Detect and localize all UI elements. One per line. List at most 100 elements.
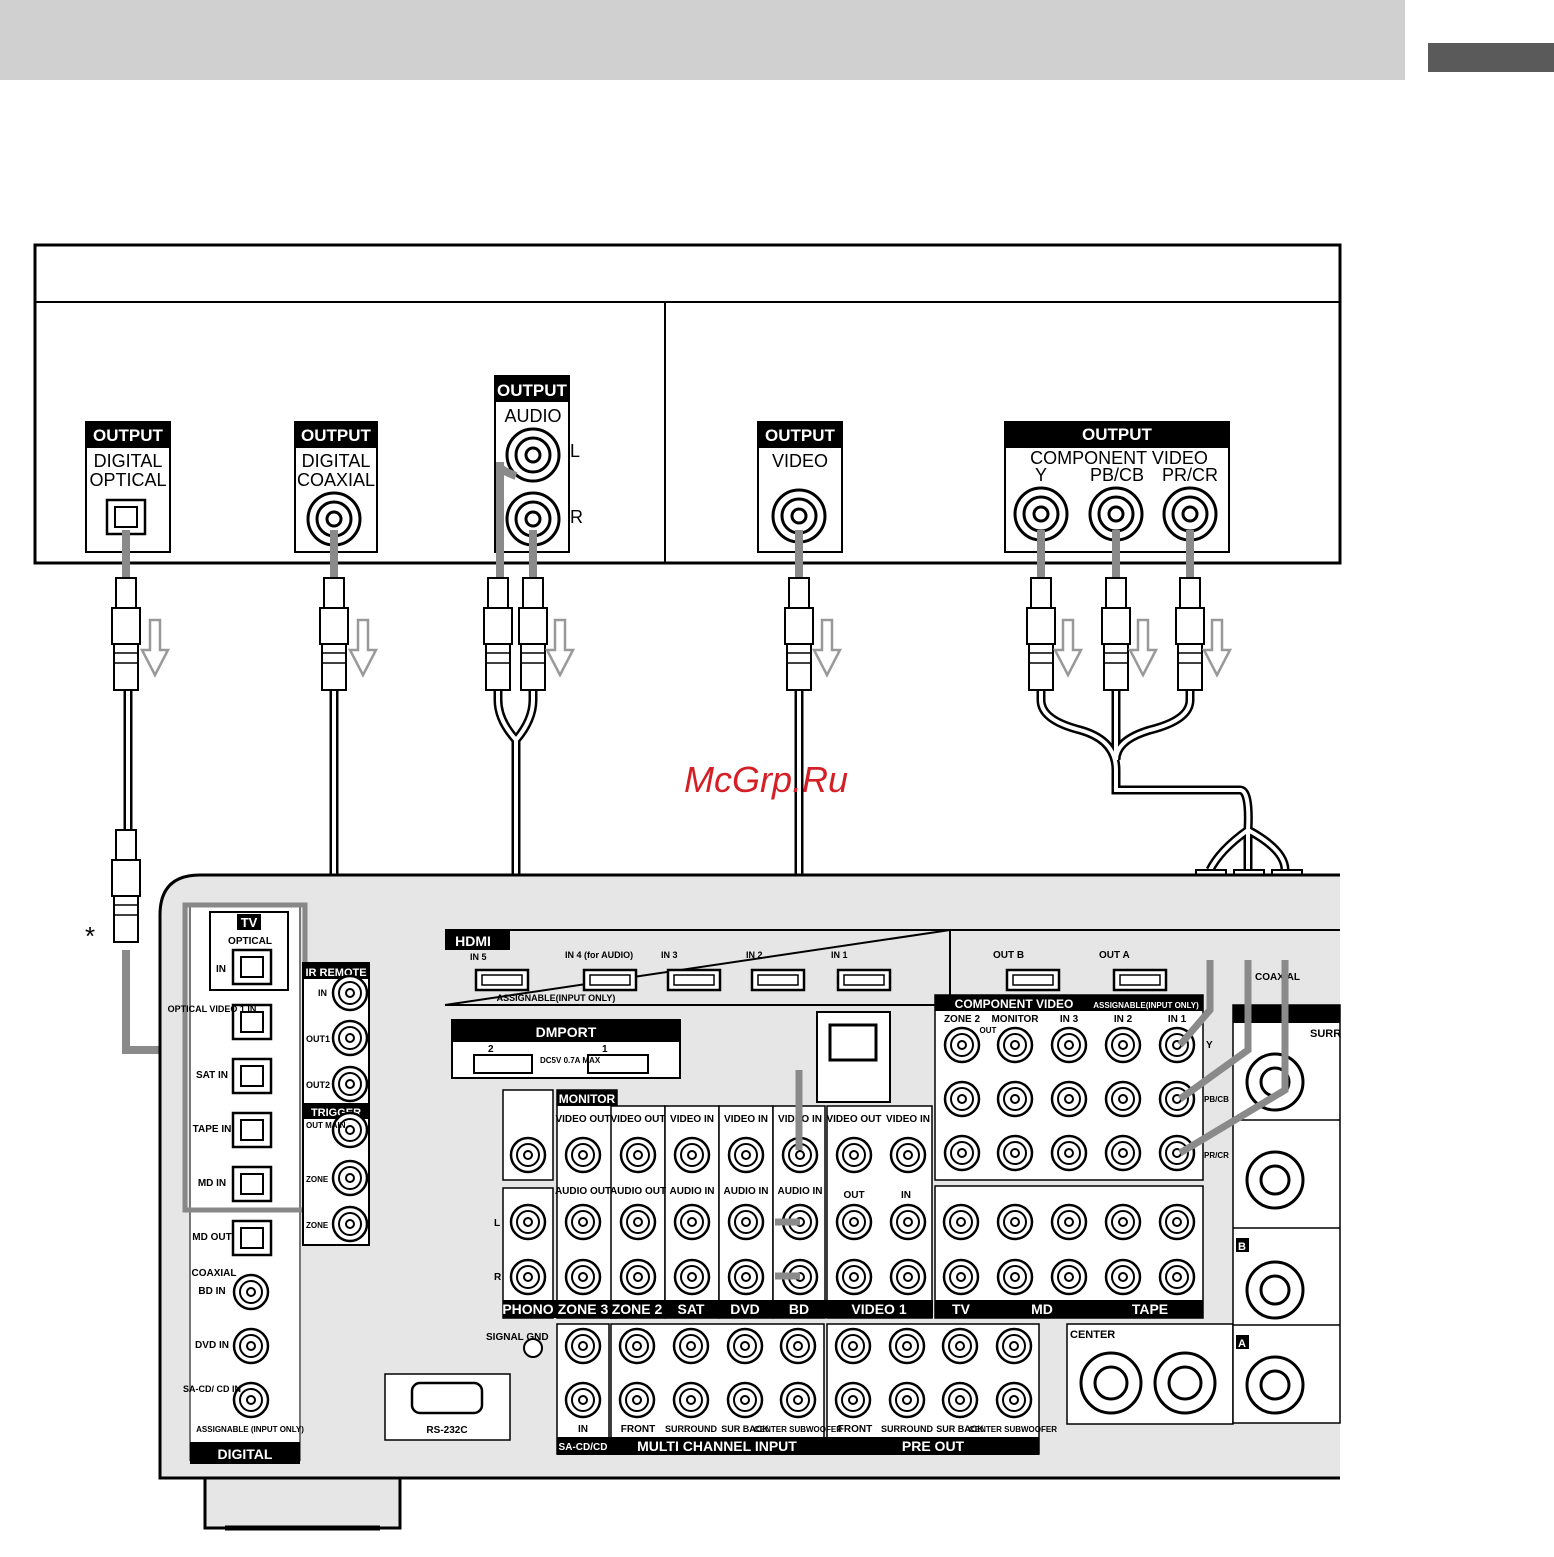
multi-channel-label: MULTI CHANNEL INPUT bbox=[637, 1438, 797, 1454]
rs232-port[interactable] bbox=[410, 1381, 484, 1415]
coaxial-output-line1: DIGITAL bbox=[302, 451, 371, 471]
jack-group-6: VIDEO 1 bbox=[851, 1301, 906, 1317]
component-output-y: Y bbox=[1035, 465, 1047, 485]
coaxial-antenna-label: COAXIAL bbox=[1255, 972, 1300, 983]
pre-label-3: CENTER SUBWOOFER bbox=[969, 1425, 1057, 1434]
hdmi-label: HDMI bbox=[455, 933, 491, 949]
dmport-section: DMPORT 2 1 DC5V 0.7A MAX bbox=[451, 1019, 681, 1079]
header-bar bbox=[0, 0, 1405, 80]
audio-output-right: R bbox=[570, 507, 583, 527]
hdmi-out-a[interactable] bbox=[1112, 968, 1168, 992]
pre-out-label: PRE OUT bbox=[902, 1438, 965, 1454]
coaxial-input-bd: BD IN bbox=[198, 1286, 225, 1297]
hdmi-in1[interactable] bbox=[836, 968, 892, 992]
sacd-label: SA-CD/CD bbox=[559, 1442, 608, 1453]
hdmi-in2[interactable] bbox=[750, 968, 806, 992]
hdmi-input-4: IN 1 bbox=[831, 950, 848, 960]
optical-output-line2: OPTICAL bbox=[89, 470, 166, 490]
video1-in-label: IN bbox=[901, 1190, 911, 1201]
md-optical-jack[interactable] bbox=[231, 1165, 273, 1203]
dmport-port-1: 1 bbox=[602, 1044, 608, 1055]
signal-gnd-screw[interactable] bbox=[523, 1338, 543, 1358]
trigger-main-jack[interactable] bbox=[331, 1111, 369, 1149]
multi-label-0: IN bbox=[578, 1424, 588, 1435]
component-out-label: OUT bbox=[980, 1026, 997, 1035]
assignable-label: ASSIGNABLE (INPUT ONLY) bbox=[196, 1425, 304, 1434]
optical-input-0: OPTICAL VIDEO 1 IN bbox=[168, 1004, 257, 1014]
component-col-2: IN 3 bbox=[1060, 1014, 1079, 1025]
trigger-zone2-jack[interactable] bbox=[331, 1159, 369, 1197]
trigger-label-1: ZONE bbox=[306, 1175, 329, 1184]
pre-label-2: SUR BACK bbox=[936, 1424, 984, 1434]
dmport-label: DMPORT bbox=[536, 1024, 597, 1040]
jack-group-0: PHONO bbox=[502, 1301, 553, 1317]
hdmi-output-0: OUT B bbox=[993, 950, 1024, 961]
trigger-label-0: OUT MAIN bbox=[306, 1121, 346, 1130]
coaxial-input-1: SA-CD/ CD IN bbox=[183, 1384, 241, 1394]
bd-coaxial-jack[interactable] bbox=[232, 1273, 270, 1311]
optical-output-tag: OUTPUT bbox=[93, 426, 164, 445]
ir-in-jack[interactable] bbox=[331, 974, 369, 1012]
jack-group-4: DVD bbox=[730, 1301, 760, 1317]
component-assignable: ASSIGNABLE(INPUT ONLY) bbox=[1093, 1001, 1199, 1010]
component-row-1: PB/CB bbox=[1204, 1095, 1229, 1104]
optical-output-line1: DIGITAL bbox=[94, 451, 163, 471]
hdmi-in5[interactable] bbox=[474, 968, 530, 992]
multi-label-4: CENTER SUBWOOFER bbox=[754, 1425, 842, 1434]
pre-label-0: FRONT bbox=[838, 1424, 872, 1435]
tv-label: TV bbox=[241, 915, 258, 930]
component-output-pb: PB/CB bbox=[1090, 465, 1144, 485]
sat-optical-jack[interactable] bbox=[231, 1057, 273, 1095]
component-inputs: COMPONENT VIDEO ASSIGNABLE(INPUT ONLY) Z… bbox=[934, 994, 1229, 1181]
component-col-4: IN 1 bbox=[1168, 1014, 1187, 1025]
video-output: OUTPUT VIDEO bbox=[757, 421, 843, 553]
optical-input-3: MD IN bbox=[198, 1178, 226, 1189]
jack-group-9: TAPE bbox=[1132, 1301, 1168, 1317]
md-out-optical-jack[interactable] bbox=[231, 1219, 273, 1257]
tape-optical-jack[interactable] bbox=[231, 1111, 273, 1149]
trigger-zone3-jack[interactable] bbox=[331, 1205, 369, 1243]
component-row-2: PR/CR bbox=[1204, 1151, 1229, 1160]
lr-label-r: R bbox=[494, 1272, 502, 1283]
component-col-0: ZONE 2 bbox=[944, 1014, 981, 1025]
hdmi-input-1: IN 4 (for AUDIO) bbox=[565, 950, 633, 960]
lr-label-l: L bbox=[494, 1218, 500, 1229]
receiver-panel: TV OPTICAL IN OPTICAL VIDEO 1 IN SAT IN … bbox=[158, 873, 1341, 1531]
component-col-3: IN 2 bbox=[1114, 1014, 1133, 1025]
audio-output-left: L bbox=[570, 441, 580, 461]
ir-trigger-section: IR REMOTE TRIGGER IN OUT1 OUT2 OUT MAIN … bbox=[302, 962, 370, 1246]
audio-output: OUTPUT AUDIO L R bbox=[494, 375, 583, 553]
jack-group-1: ZONE 3 bbox=[558, 1301, 609, 1317]
hdmi-in4[interactable] bbox=[582, 968, 638, 992]
jack-video-label-1: VIDEO OUT bbox=[610, 1114, 665, 1125]
hdmi-out-b[interactable] bbox=[1005, 968, 1061, 992]
tv-optical-jack[interactable] bbox=[231, 948, 273, 986]
optical-label: OPTICAL bbox=[228, 936, 272, 947]
ir-out2-jack[interactable] bbox=[331, 1065, 369, 1103]
digital-label: DIGITAL bbox=[218, 1446, 273, 1462]
jack-group-3: SAT bbox=[678, 1301, 705, 1317]
hdmi-in3[interactable] bbox=[666, 968, 722, 992]
jack-audio-label-2: AUDIO IN bbox=[670, 1186, 715, 1197]
pre-label-1: SURROUND bbox=[881, 1424, 934, 1434]
hdmi-input-2: IN 3 bbox=[661, 950, 678, 960]
ir-out1-jack[interactable] bbox=[331, 1019, 369, 1057]
speaker-label-b: B bbox=[1238, 1241, 1246, 1253]
jack-video-label-0: VIDEO OUT bbox=[555, 1114, 610, 1125]
center-label: CENTER bbox=[1070, 1329, 1115, 1341]
dvd-coaxial-jack[interactable] bbox=[232, 1327, 270, 1365]
jack-video-label-6: VIDEO IN bbox=[886, 1114, 930, 1125]
trigger-label-2: ZONE bbox=[306, 1221, 329, 1230]
component-label: COMPONENT VIDEO bbox=[955, 997, 1074, 1011]
hdmi-assignable: ASSIGNABLE(INPUT ONLY) bbox=[497, 993, 616, 1003]
jack-audio-label-3: AUDIO IN bbox=[724, 1186, 769, 1197]
jack-group-2: ZONE 2 bbox=[612, 1301, 663, 1317]
jack-audio-label-1: AUDIO OUT bbox=[610, 1186, 666, 1197]
coaxial-output-line2: COAXIAL bbox=[297, 470, 375, 490]
multi-label-3: SUR BACK bbox=[721, 1424, 769, 1434]
dmport-power: DC5V 0.7A MAX bbox=[540, 1056, 601, 1065]
dmport-port-0: 2 bbox=[488, 1044, 494, 1055]
speaker-label-surr: SURR bbox=[1310, 1028, 1341, 1040]
